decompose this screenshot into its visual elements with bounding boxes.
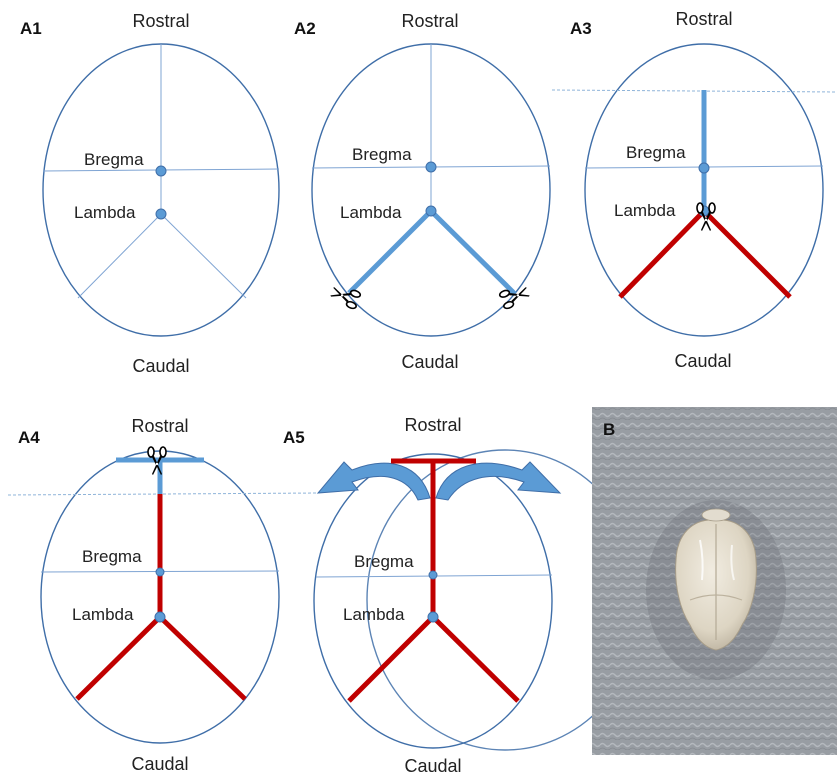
caudal-label-a4: Caudal: [131, 754, 188, 774]
bregma-label-a1: Bregma: [84, 150, 144, 169]
panel-label-a3: A3: [570, 19, 592, 38]
panel-a3: A3 Rostral Bregma Lambda Caudal: [552, 9, 837, 371]
cut-done-right-a4: [160, 617, 245, 699]
cut-line-right-a2: [431, 211, 515, 294]
rostral-label-a5: Rostral: [404, 415, 461, 435]
lambdoid-right-a1: [161, 214, 246, 298]
panel-a5: A5 Rostral Bregma Lambda Caudal: [283, 415, 643, 776]
lambda-point-a1: [156, 209, 166, 219]
panel-label-b: B: [603, 420, 615, 439]
panel-label-a5: A5: [283, 428, 305, 447]
bregma-label-a5: Bregma: [354, 552, 414, 571]
cut-done-left-a4: [77, 617, 160, 699]
lambda-label-a3: Lambda: [614, 201, 676, 220]
lambda-point-a2: [426, 206, 436, 216]
cut-done-left-a3: [620, 211, 704, 297]
lambda-label-a2: Lambda: [340, 203, 402, 222]
panel-a2: A2 Rostral Bregma Lambda Caudal: [294, 11, 550, 372]
cut-done-left-a5: [349, 617, 433, 701]
cut-guide-dashed-a3: [552, 90, 837, 92]
rostral-label-a3: Rostral: [675, 9, 732, 29]
rostral-label-a4: Rostral: [131, 416, 188, 436]
panel-a1: A1 Rostral Bregma Lambda Caudal: [20, 11, 279, 376]
bregma-point-a3: [699, 163, 709, 173]
lambda-label-a1: Lambda: [74, 203, 136, 222]
bregma-point-a5: [429, 571, 437, 579]
bregma-label-a4: Bregma: [82, 547, 142, 566]
cut-guide-dashed-a4: [8, 493, 318, 495]
rostral-label-a1: Rostral: [132, 11, 189, 31]
scissors-icon: [499, 283, 531, 309]
caudal-label-a2: Caudal: [401, 352, 458, 372]
cut-done-right-a5: [433, 617, 518, 701]
bregma-point-a2: [426, 162, 436, 172]
panel-b: B: [592, 407, 837, 755]
panel-label-a2: A2: [294, 19, 316, 38]
lambdoid-left-a1: [78, 214, 161, 298]
caudal-label-a3: Caudal: [674, 351, 731, 371]
bregma-label-a3: Bregma: [626, 143, 686, 162]
bregma-point-a1: [156, 166, 166, 176]
caudal-label-a5: Caudal: [404, 756, 461, 776]
lambda-label-a4: Lambda: [72, 605, 134, 624]
caudal-label-a1: Caudal: [132, 356, 189, 376]
bregma-point-a4: [156, 568, 164, 576]
lambda-point-a4: [155, 612, 165, 622]
curved-arrow-right-icon: [436, 462, 560, 500]
lambda-point-a5: [428, 612, 438, 622]
panel-a4: A4 Rostral Bregma Lambda Caudal: [8, 416, 318, 774]
cut-line-left-a2: [349, 211, 431, 293]
rostral-label-a2: Rostral: [401, 11, 458, 31]
lambda-label-a5: Lambda: [343, 605, 405, 624]
curved-arrow-left-icon: [318, 462, 430, 500]
bregma-label-a2: Bregma: [352, 145, 412, 164]
panel-label-a1: A1: [20, 19, 42, 38]
panel-label-a4: A4: [18, 428, 40, 447]
cut-done-right-a3: [704, 211, 790, 297]
